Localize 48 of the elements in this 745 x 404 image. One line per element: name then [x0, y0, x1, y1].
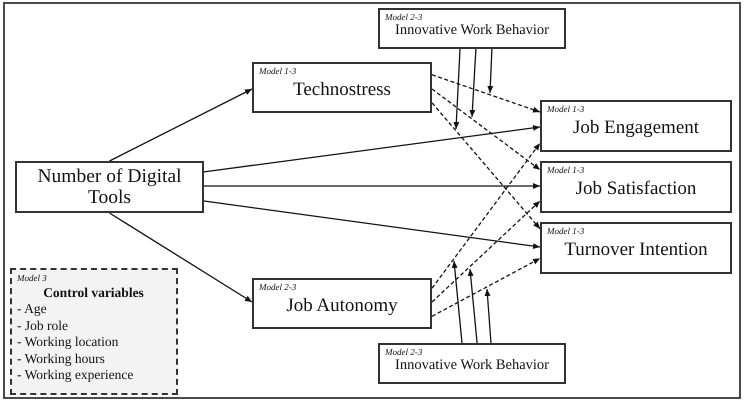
arrow: [109, 88, 252, 162]
dashed-arrow: [432, 200, 540, 302]
moderator-arrow: [452, 260, 463, 344]
dashed-arrow: [432, 258, 540, 317]
variable-name: Turnover Intention: [564, 240, 708, 261]
moderator-arrow: [484, 288, 492, 344]
moderator-arrow: [468, 268, 478, 344]
model-label: Model 2-3: [385, 12, 422, 22]
list-item: - Working experience: [17, 367, 134, 384]
dashed-arrow: [431, 142, 541, 289]
arrow: [109, 212, 252, 303]
variable-name: Technostress: [293, 80, 391, 100]
variable-name: Innovative Work Behavior: [395, 23, 549, 39]
control-variables-box: [10, 268, 178, 395]
variable-box: [540, 100, 732, 152]
model-label: Model 1-3: [547, 104, 584, 114]
dashed-arrow: [432, 102, 540, 230]
variable-name: Job Engagement: [572, 118, 700, 139]
variable-box: [540, 161, 732, 213]
arrow: [204, 183, 540, 189]
variable-box: [252, 62, 432, 113]
variable-box: [378, 343, 566, 384]
variable-box: [540, 222, 732, 274]
model-label: Model 1-3: [547, 226, 584, 236]
model-label: Model 1-3: [547, 165, 584, 175]
list-heading: Control variables: [43, 285, 144, 301]
variable-name: Innovative Work Behavior: [395, 358, 549, 374]
model-label: Model 3: [17, 273, 47, 283]
variable-name: Job Satisfaction: [576, 179, 696, 200]
dashed-arrow: [432, 74, 540, 113]
variable-name: Number of Digital Tools: [37, 166, 182, 208]
dashed-arrow: [432, 88, 540, 170]
variable-box: [252, 278, 432, 329]
list-item: - Age: [17, 301, 47, 318]
variable-name: Job Autonomy: [286, 296, 398, 316]
moderator-arrow: [469, 48, 477, 118]
model-label: Model 2-3: [259, 282, 296, 292]
list-item: - Working hours: [17, 350, 105, 368]
moderator-arrow: [453, 48, 461, 130]
variable-box: [378, 8, 566, 49]
model-label: Model 1-3: [259, 66, 296, 76]
variable-box: [15, 161, 204, 213]
moderator-arrow: [487, 48, 494, 94]
model-label: Model 2-3: [385, 347, 422, 357]
list-item: - Job role: [17, 318, 68, 334]
arrow: [204, 200, 540, 250]
arrow: [204, 124, 540, 173]
list-item: - Working location: [17, 334, 118, 351]
